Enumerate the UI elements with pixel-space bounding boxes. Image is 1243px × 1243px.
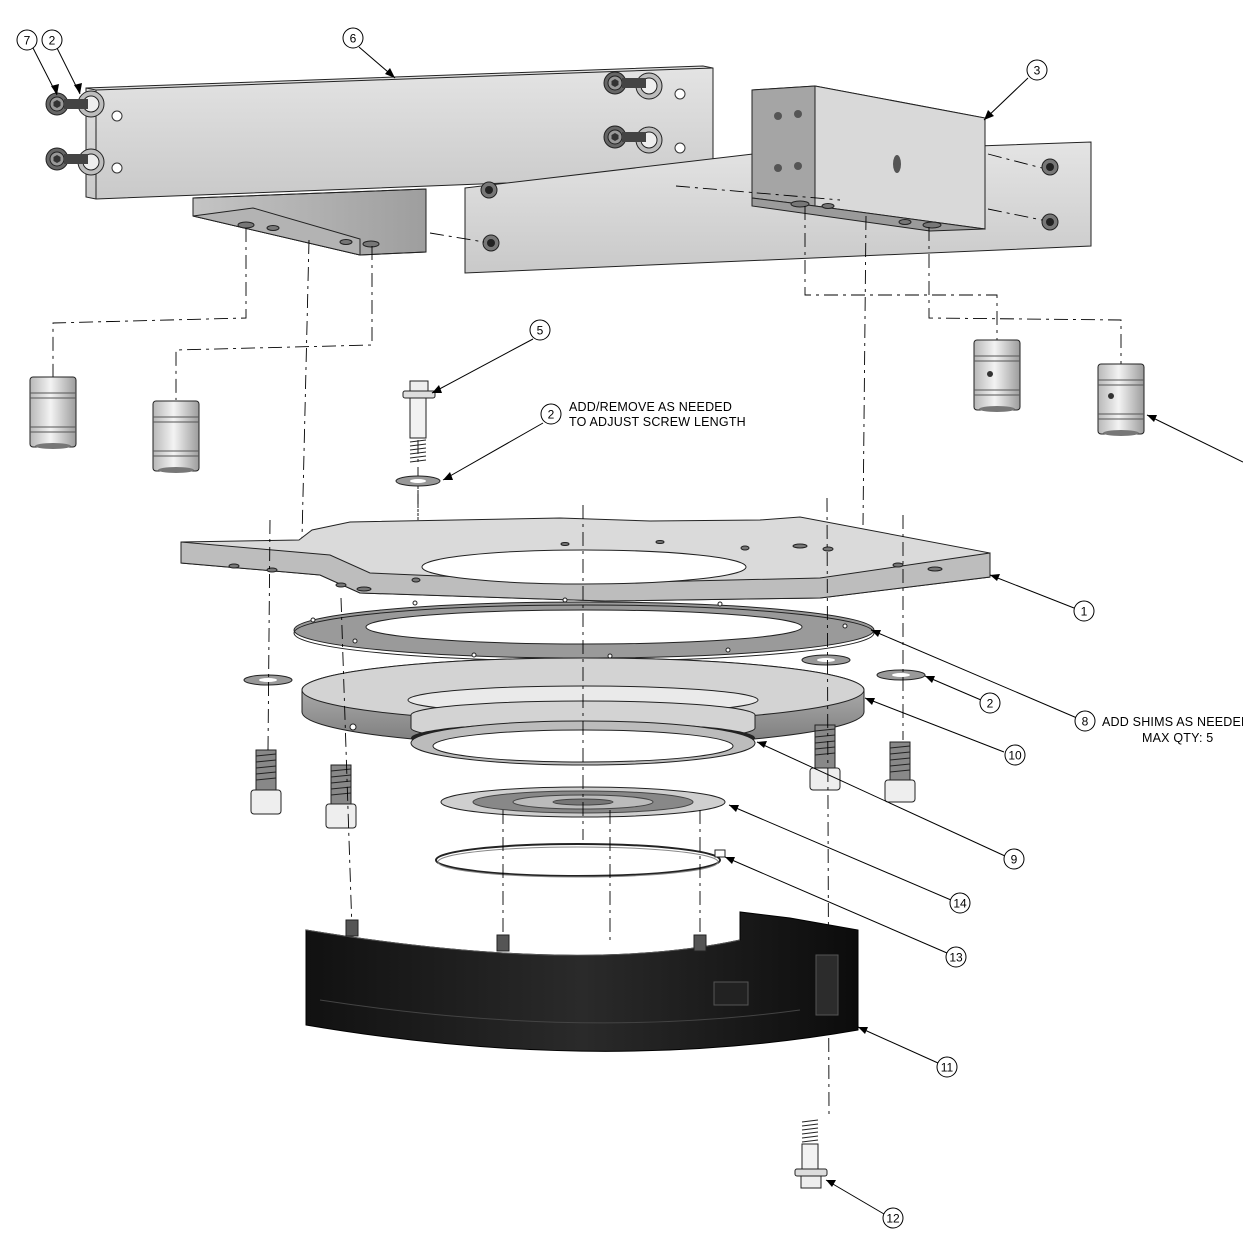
mounting-block-right [751, 85, 986, 232]
bar-screw-bottom-left [45, 147, 105, 176]
svg-text:13: 13 [949, 951, 963, 965]
bar-screw-top-left [45, 90, 105, 118]
bar-screw-bottom-right [603, 125, 663, 154]
svg-text:2: 2 [987, 697, 994, 711]
mounting-block-left [192, 188, 427, 256]
balloon-6: 6 [342, 27, 364, 49]
svg-text:7: 7 [24, 34, 31, 48]
svg-text:12: 12 [886, 1212, 900, 1226]
socket-screw-d [884, 741, 916, 803]
svg-text:10: 10 [1008, 749, 1022, 763]
washer-2-mid [801, 654, 851, 666]
seal-ring-9 [410, 700, 756, 766]
svg-text:TO ADJUST SCREW LENGTH: TO ADJUST SCREW LENGTH [569, 415, 746, 429]
balloon-13: 13 [945, 946, 967, 968]
svg-text:11: 11 [941, 1061, 954, 1075]
balloon-11: 11 [936, 1056, 958, 1078]
balloon-2-note: 2 [540, 403, 562, 425]
shim-note: ADD SHIMS AS NEEDED MAX QTY: 5 [1102, 715, 1243, 745]
bushing-2 [152, 400, 200, 473]
socket-screw-c [809, 724, 841, 791]
balloon-12: 12 [882, 1207, 904, 1229]
balloon-2-right: 2 [979, 692, 1001, 714]
balloon-14: 14 [949, 892, 971, 914]
svg-text:9: 9 [1011, 853, 1018, 867]
screw-length-note: ADD/REMOVE AS NEEDED TO ADJUST SCREW LEN… [569, 400, 746, 429]
flange-screw-5 [402, 380, 436, 463]
centerlines-lower [267, 490, 904, 1116]
balloon-10: 10 [1004, 744, 1026, 766]
socket-screw-a [250, 749, 282, 815]
svg-text:ADD SHIMS AS NEEDED: ADD SHIMS AS NEEDED [1102, 715, 1243, 729]
svg-text:8: 8 [1082, 715, 1089, 729]
balloon-5: 5 [529, 319, 551, 341]
socket-screw-b [325, 764, 357, 829]
retaining-ring-13 [435, 843, 726, 878]
svg-text:ADD/REMOVE AS NEEDED: ADD/REMOVE AS NEEDED [569, 400, 732, 414]
svg-text:2: 2 [548, 408, 555, 422]
shim-8 [293, 597, 875, 662]
bushing-4 [1097, 363, 1145, 436]
washer-2-left [243, 674, 293, 686]
svg-text:1: 1 [1081, 605, 1088, 619]
svg-text:2: 2 [49, 34, 56, 48]
balloon-7: 7 [16, 29, 38, 51]
svg-text:5: 5 [537, 324, 544, 338]
balloon-9: 9 [1003, 848, 1025, 870]
adapter-plate-1 [180, 516, 991, 602]
svg-text:3: 3 [1034, 64, 1041, 78]
housing-cover-11 [305, 911, 859, 1052]
bushing-1 [29, 376, 77, 449]
washer-2-right [876, 669, 926, 681]
bushing-3 [973, 339, 1021, 412]
flange-screw-12 [794, 1119, 828, 1189]
balloon-8: 8 [1074, 710, 1096, 732]
balloon-2-top: 2 [41, 29, 63, 51]
leader-lines [32, 46, 1243, 1215]
svg-text:14: 14 [953, 897, 967, 911]
washer-2-top [395, 475, 441, 487]
bar-screw-top-right [603, 71, 663, 100]
svg-text:MAX QTY: 5: MAX QTY: 5 [1142, 731, 1213, 745]
balloon-3: 3 [1026, 59, 1048, 81]
centerlines-upper [52, 153, 1122, 539]
svg-text:6: 6 [350, 32, 357, 46]
balloon-1: 1 [1073, 600, 1095, 622]
